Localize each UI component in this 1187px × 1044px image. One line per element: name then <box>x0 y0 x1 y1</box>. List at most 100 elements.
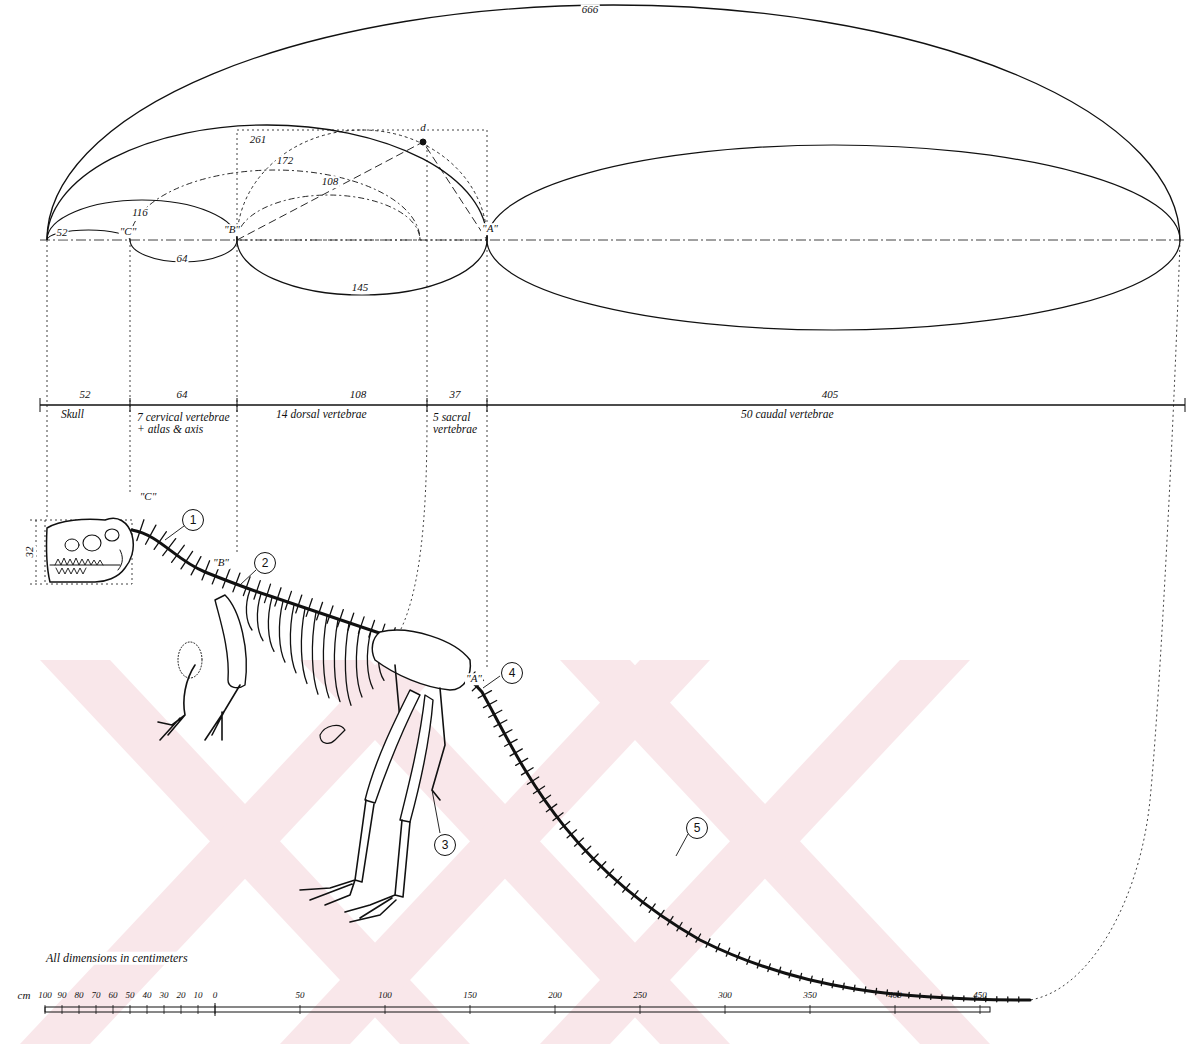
rib <box>268 597 274 651</box>
scale-number: 60 <box>108 991 119 1000</box>
dimension-tick <box>427 398 428 412</box>
callout-number: 5 <box>694 821 701 835</box>
section-name: 5 sacral vertebrae <box>432 411 486 435</box>
vertebra <box>264 584 270 602</box>
vertebra <box>658 910 664 918</box>
dimension-label: 64 <box>176 389 189 401</box>
scale-tick <box>980 1005 981 1014</box>
dimension-label: "C" <box>119 226 138 238</box>
vertebra <box>843 983 844 990</box>
dimension-tick <box>1185 398 1186 412</box>
scale-tick <box>640 1005 641 1014</box>
vertebra <box>737 952 740 960</box>
rib <box>246 590 252 630</box>
vertebra <box>631 891 638 899</box>
rib <box>301 609 307 684</box>
callout-circle: 5 <box>686 817 708 839</box>
dimension-label: All dimensions in centimeters <box>45 952 189 965</box>
scale-tick <box>62 1005 63 1014</box>
vertebra <box>930 994 932 999</box>
vertebra <box>191 557 201 575</box>
callout-number: 2 <box>262 556 269 570</box>
scale-tick <box>79 1005 80 1014</box>
rib <box>345 623 351 705</box>
scale-number: 250 <box>632 991 648 1000</box>
section-name: 50 caudal vertebrae <box>740 408 835 420</box>
scale-tick <box>725 1005 726 1014</box>
vertebra <box>716 944 720 952</box>
callout-circle: 1 <box>182 509 204 531</box>
dimension-label: 52 <box>56 227 69 239</box>
vertebra <box>254 581 260 600</box>
vertebra <box>317 602 323 620</box>
vertebra <box>941 995 943 1000</box>
rib <box>367 631 373 689</box>
dimension-label: "B" <box>212 557 230 569</box>
scale-tick <box>113 1005 114 1014</box>
vertebra <box>510 749 522 756</box>
vertebra <box>574 838 583 846</box>
dimension-label: 666 <box>581 4 600 16</box>
vertebra <box>1007 997 1008 1002</box>
vertebra <box>306 599 312 617</box>
dimension-tick <box>130 398 131 412</box>
vertebra <box>696 934 701 942</box>
vertebra <box>546 804 556 812</box>
callout-circle: 2 <box>254 552 276 574</box>
section-name: Skull <box>60 408 85 420</box>
vertebra <box>560 821 570 829</box>
section-name: 14 dorsal vertebrae <box>275 408 368 420</box>
scale-number: 200 <box>547 991 563 1000</box>
vertebra <box>649 904 655 912</box>
callout-number: 1 <box>190 513 197 527</box>
vertebra <box>606 869 614 877</box>
scale-number: 150 <box>462 991 478 1000</box>
scale-number: 400 <box>887 991 903 1000</box>
vertebra <box>181 551 193 568</box>
scale-tick <box>130 1005 131 1014</box>
vertebra <box>952 995 954 1000</box>
vertebra <box>623 884 630 892</box>
vertebra <box>275 588 281 606</box>
callout-number: 4 <box>509 666 516 680</box>
scale-number: 20 <box>176 991 187 1000</box>
dimension-label: 64 <box>176 253 189 265</box>
scale-number: 450 <box>972 991 988 1000</box>
scale-tick <box>164 1005 165 1014</box>
rib <box>257 594 263 641</box>
rib <box>356 627 362 697</box>
dimension-label: cm <box>17 990 32 1002</box>
scale-tick <box>147 1005 148 1014</box>
scale-tick <box>215 1005 216 1014</box>
vertebra <box>789 970 791 977</box>
vertebra <box>908 992 910 998</box>
vertebra <box>864 987 866 993</box>
vertebra <box>996 997 997 1002</box>
vertebra <box>747 956 750 964</box>
scale-tick <box>470 1005 471 1014</box>
dimension-tick <box>487 398 488 412</box>
scale-number: 0 <box>212 991 219 1000</box>
vertebra <box>172 545 185 562</box>
dimension-label: 116 <box>131 207 149 219</box>
vertebra <box>854 985 855 991</box>
scale-number: 30 <box>159 991 170 1000</box>
scale-tick <box>45 1005 46 1014</box>
vertebra <box>553 813 563 821</box>
rib <box>279 601 285 662</box>
callout-number: 3 <box>442 838 449 852</box>
vertebra <box>686 928 691 936</box>
vertebra <box>875 988 877 994</box>
dimension-label: 52 <box>79 389 92 401</box>
vertebra <box>233 573 240 592</box>
vertebra <box>285 591 291 609</box>
rib <box>323 616 329 698</box>
dimension-label: 108 <box>349 389 368 401</box>
scale-tick <box>555 1005 556 1014</box>
vertebra <box>963 996 964 1001</box>
vertebra <box>483 700 496 707</box>
